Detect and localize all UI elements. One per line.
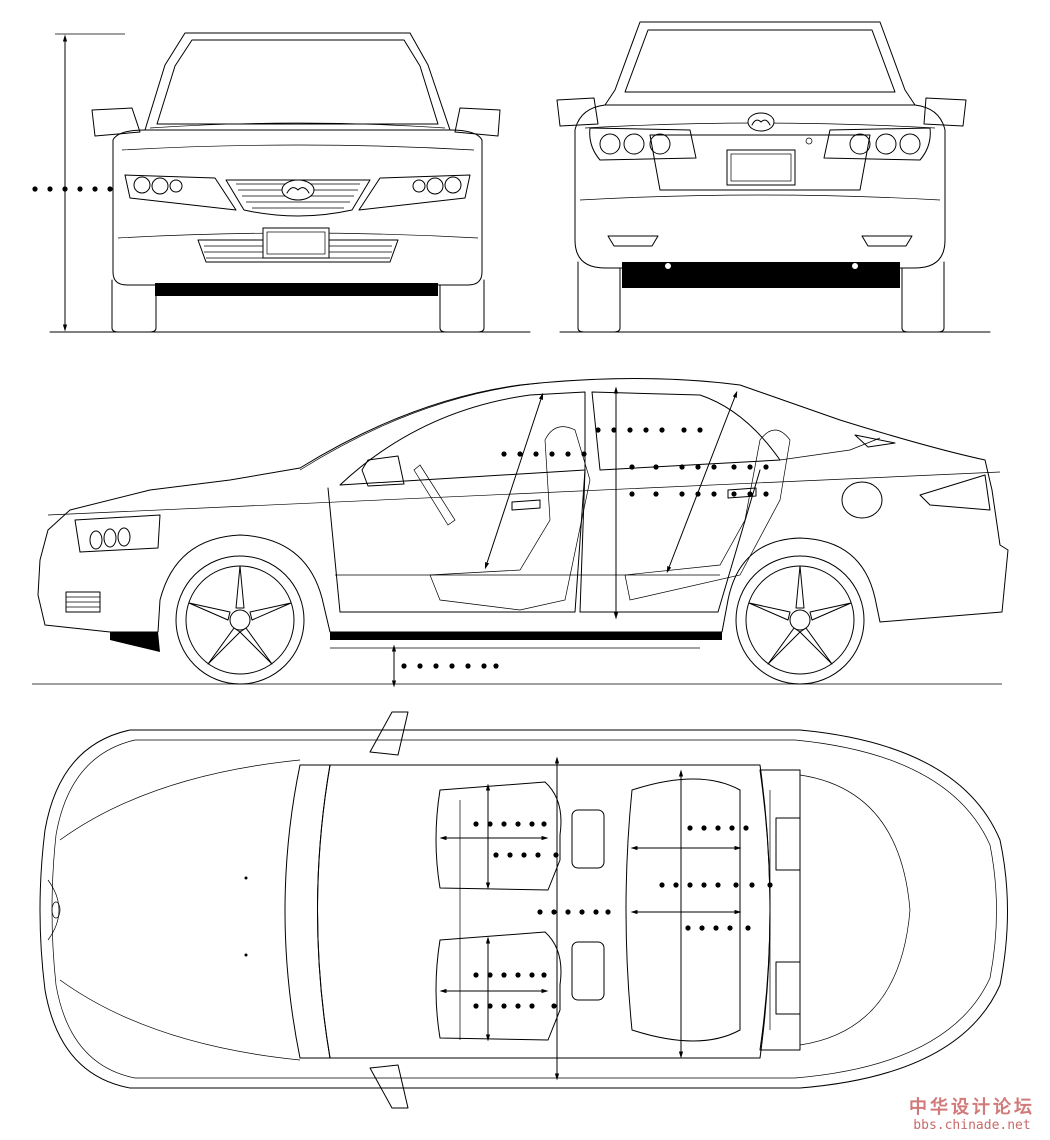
top-dimension-dots (473, 821, 773, 1009)
top-body-outline (39, 729, 1008, 1089)
side-mirror (361, 455, 405, 487)
side-fuel-door (841, 481, 883, 519)
front-height-dots (32, 186, 113, 192)
front-lower-grille (197, 239, 399, 263)
rear-left-reflector (607, 235, 659, 247)
front-upper-grille (225, 179, 371, 217)
rear-view (556, 21, 991, 333)
front-left-headlight (124, 174, 237, 211)
rear-left-mirror (556, 97, 599, 127)
side-front-wheel (175, 555, 305, 685)
top-left-mirror (369, 711, 409, 756)
rear-license-plate (726, 149, 796, 186)
top-front-right-seat (435, 931, 562, 1041)
side-front-diagonal-dimension (484, 392, 544, 570)
rear-right-taillight (823, 127, 931, 161)
top-right-mirror (369, 1064, 409, 1109)
side-taillight (919, 474, 991, 511)
front-view (32, 32, 531, 333)
front-left-mirror (91, 107, 141, 137)
top-front-left-seat (435, 781, 562, 891)
rear-left-taillight (589, 127, 697, 161)
top-rear-bench (625, 778, 741, 1042)
side-headlight (74, 514, 161, 553)
front-right-headlight (358, 174, 471, 211)
top-view (39, 711, 1008, 1109)
rear-right-mirror (923, 97, 967, 127)
rear-right-reflector (861, 235, 913, 247)
side-dimension-dots (401, 427, 769, 669)
watermark-url-text: bbs.chinade.net (913, 1118, 1031, 1133)
side-front-window (339, 391, 586, 486)
watermark-chinese-text: 中华设计论坛 (909, 1097, 1035, 1118)
watermark: 中华设计论坛 bbs.chinade.net (898, 1098, 1046, 1136)
front-right-mirror (454, 107, 501, 137)
side-rear-diagonal-dimension (666, 390, 738, 574)
side-rear-wheel (735, 555, 865, 685)
front-license-plate (262, 227, 330, 259)
side-view (32, 378, 1009, 688)
side-body-outline (37, 378, 1009, 633)
